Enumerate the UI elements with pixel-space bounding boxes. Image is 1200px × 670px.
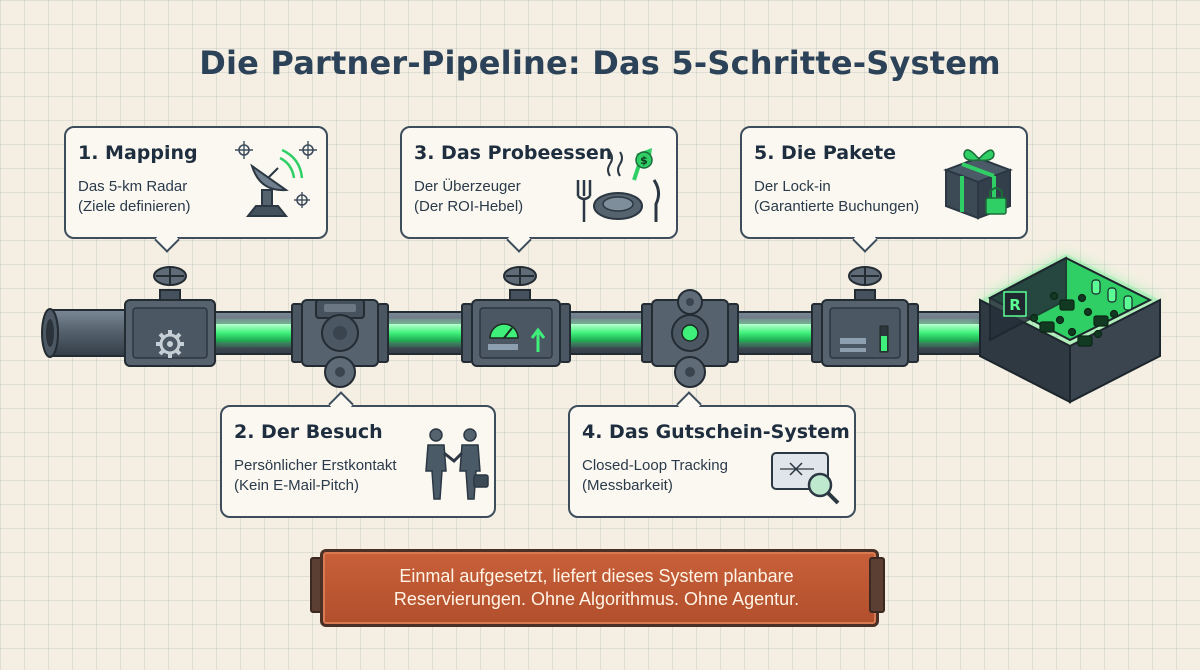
step-line: Closed-Loop Tracking: [582, 457, 728, 474]
summary-line-2: Reservierungen. Ohne Algorithmus. Ohne A…: [393, 589, 800, 609]
svg-text:$: $: [640, 154, 648, 167]
step-line: (Ziele definieren): [78, 198, 191, 215]
step-line: Das 5-km Radar: [78, 178, 188, 195]
radar-dish-icon: [235, 141, 317, 217]
gauge-icon: [489, 323, 519, 339]
summary-line-1: Einmal aufgesetzt, liefert dieses System…: [399, 566, 794, 586]
voucher-magnifier-icon: [771, 452, 840, 505]
valve-3: [471, 266, 561, 367]
pipe-joints: [291, 303, 919, 363]
step-title: 2. Der Besuch: [234, 421, 383, 443]
pipe-inlet: [41, 308, 131, 358]
step-title: 1. Mapping: [78, 142, 198, 164]
valve-2: [301, 299, 379, 388]
step-5-callout: 5. Die Pakete Der Lock-in (Garantierte B…: [740, 126, 1028, 253]
step-1-callout: 1. Mapping Das 5-km Radar (Ziele definie…: [64, 126, 328, 253]
summary-text: Einmal aufgesetzt, liefert dieses System…: [320, 565, 873, 611]
step-line: (Der ROI-Hebel): [414, 198, 524, 215]
step-line: (Messbarkeit): [582, 477, 673, 494]
flow-stream: [210, 324, 980, 342]
page-title: Die Partner-Pipeline: Das 5-Schritte-Sys…: [199, 44, 1001, 82]
valve-1: [124, 266, 216, 367]
valve-4: [651, 289, 729, 388]
restaurant-sign: R: [1009, 296, 1021, 314]
step-line: (Kein E-Mail-Pitch): [234, 477, 360, 494]
handshake-icon: [425, 428, 489, 500]
step-line: Persönlicher Erstkontakt: [234, 457, 397, 474]
restaurant-icon: R: [979, 254, 1161, 404]
step-line: Der Lock-in: [754, 178, 831, 195]
step-title: 4. Das Gutschein-System: [582, 421, 850, 443]
plate-cutlery-icon: $: [576, 148, 661, 222]
gift-lock-icon: [943, 149, 1013, 220]
arrow-up-icon: [530, 327, 546, 352]
step-line: (Garantierte Buchungen): [754, 198, 920, 215]
step-3-callout: 3. Das Probeessen Der Überzeuger (Der RO…: [400, 126, 678, 253]
gear-icon: [156, 330, 184, 358]
step-line: Der Überzeuger: [414, 178, 521, 195]
step-2-callout: 2. Der Besuch Persönlicher Erstkontakt (…: [220, 391, 496, 518]
summary-banner: Einmal aufgesetzt, liefert dieses System…: [310, 545, 885, 627]
step-title: 3. Das Probeessen: [414, 142, 613, 164]
step-title: 5. Die Pakete: [754, 142, 897, 164]
valve-5: [821, 266, 909, 367]
step-4-callout: 4. Das Gutschein-System Closed-Loop Trac…: [568, 391, 856, 518]
